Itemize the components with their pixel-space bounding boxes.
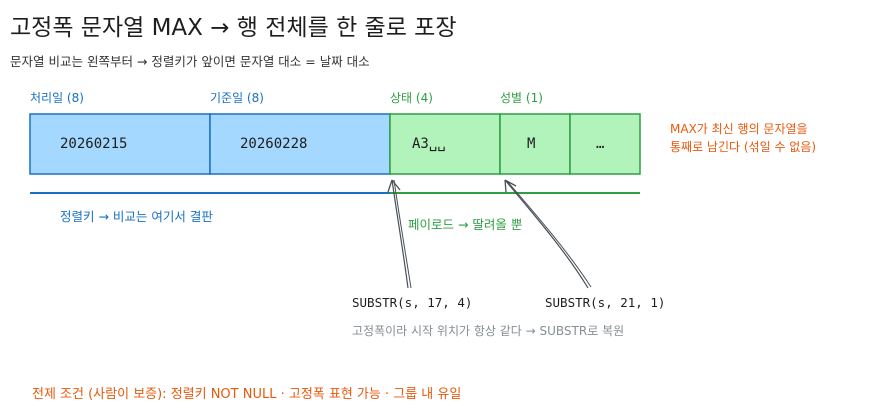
value-base-date: 20260228: [240, 136, 308, 152]
value-status: A3␣␣: [412, 136, 446, 152]
arrow-substr-status: [387, 179, 412, 289]
max-note-line2: 통째로 남긴다 (섞일 수 없음): [670, 140, 817, 154]
cell-base-date: [209, 113, 391, 175]
payload-note: 페이로드 → 딸려올 뿐: [408, 217, 523, 232]
arrow-substr-gender: [504, 179, 592, 289]
value-process-date: 20260215: [60, 136, 128, 152]
page-title: 고정폭 문자열 MAX → 행 전체를 한 줄로 포장: [10, 15, 457, 41]
max-note-line1: MAX가 최신 행의 문자열을: [670, 122, 808, 136]
field-label-base-date: 기준일 (8): [210, 91, 264, 105]
cell-gender: [499, 113, 571, 175]
substr-label-gender: SUBSTR(s, 21, 1): [545, 295, 666, 310]
value-gender: M: [527, 136, 536, 152]
cell-more: [569, 113, 641, 175]
footer-preconditions: 전제 조건 (사람이 보증): 정렬키 NOT NULL · 고정폭 표현 가능…: [32, 387, 462, 402]
sortkey-note: 정렬키 → 비교는 여기서 결판: [60, 209, 213, 224]
field-label-gender: 성별 (1): [500, 91, 543, 105]
cell-status: [389, 113, 501, 175]
substr-note: 고정폭이라 시작 위치가 항상 같다 → SUBSTR로 복원: [352, 324, 625, 338]
value-more: …: [596, 136, 605, 152]
field-label-status: 상태 (4): [390, 91, 433, 105]
page-subtitle: 문자열 비교는 왼쪽부터 → 정렬키가 앞이면 문자열 대소 = 날짜 대소: [10, 54, 370, 69]
field-label-process-date: 처리일 (8): [30, 91, 84, 105]
max-note: MAX가 최신 행의 문자열을 통째로 남긴다 (섞일 수 없음): [670, 120, 816, 156]
cell-process-date: [29, 113, 211, 175]
substr-label-status: SUBSTR(s, 17, 4): [352, 295, 473, 310]
